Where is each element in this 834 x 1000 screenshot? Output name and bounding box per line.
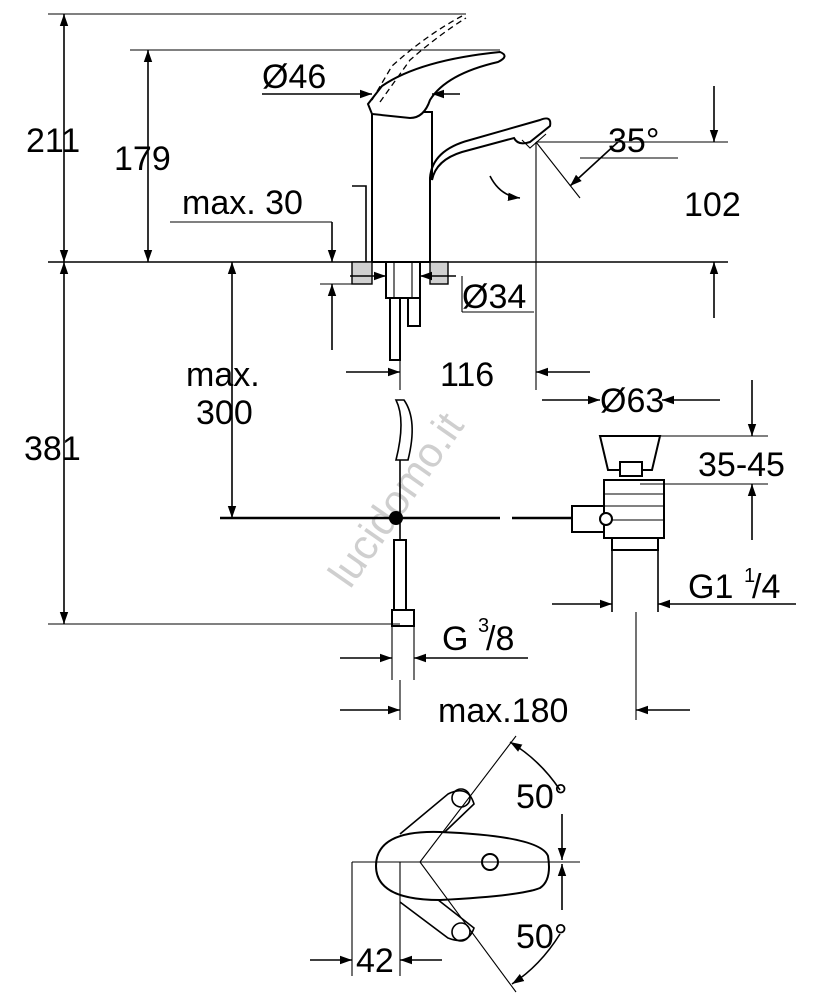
label-spout-height: 179: [114, 140, 171, 178]
label-lever-offset: 42: [356, 942, 394, 980]
dimension-lines: [48, 13, 796, 720]
faucet-side-view: [48, 15, 728, 627]
label-waste-thread-num: 1: [744, 565, 755, 587]
label-deck-thickness: max. 30: [182, 184, 303, 222]
label-total-height: 211: [26, 122, 80, 160]
label-lever-swing-top: 50°: [516, 778, 567, 816]
label-lever-swing-bottom: 50°: [516, 918, 567, 956]
label-waste-thread-main: G1: [688, 568, 733, 606]
label-supply-thread-den: /8: [486, 620, 514, 658]
label-below-deck-length: 381: [24, 430, 81, 468]
waste-assembly: [571, 435, 665, 612]
label-spout-projection: 116: [440, 356, 494, 394]
label-max-spread: max.180: [438, 692, 568, 730]
label-supply-thread-num: 3: [478, 615, 489, 637]
label-below-deck-max-1: max.: [186, 356, 260, 394]
label-spout-angle: 35°: [608, 122, 659, 160]
label-spout-reach-height: 102: [684, 186, 741, 224]
label-waste-diameter: Ø63: [600, 382, 664, 420]
label-waste-thread-den: /4: [752, 568, 780, 606]
label-base-diameter: Ø34: [462, 278, 526, 316]
label-lever-diameter: Ø46: [262, 58, 326, 96]
label-supply-thread-main: G: [442, 620, 468, 658]
label-below-deck-max-2: 300: [196, 394, 253, 432]
faucet-top-view: [310, 735, 580, 993]
dimension-labels: 211 179 Ø46 max. 30 35° 102 Ø34 116 381 …: [24, 58, 785, 980]
label-waste-range: 35-45: [698, 446, 785, 484]
